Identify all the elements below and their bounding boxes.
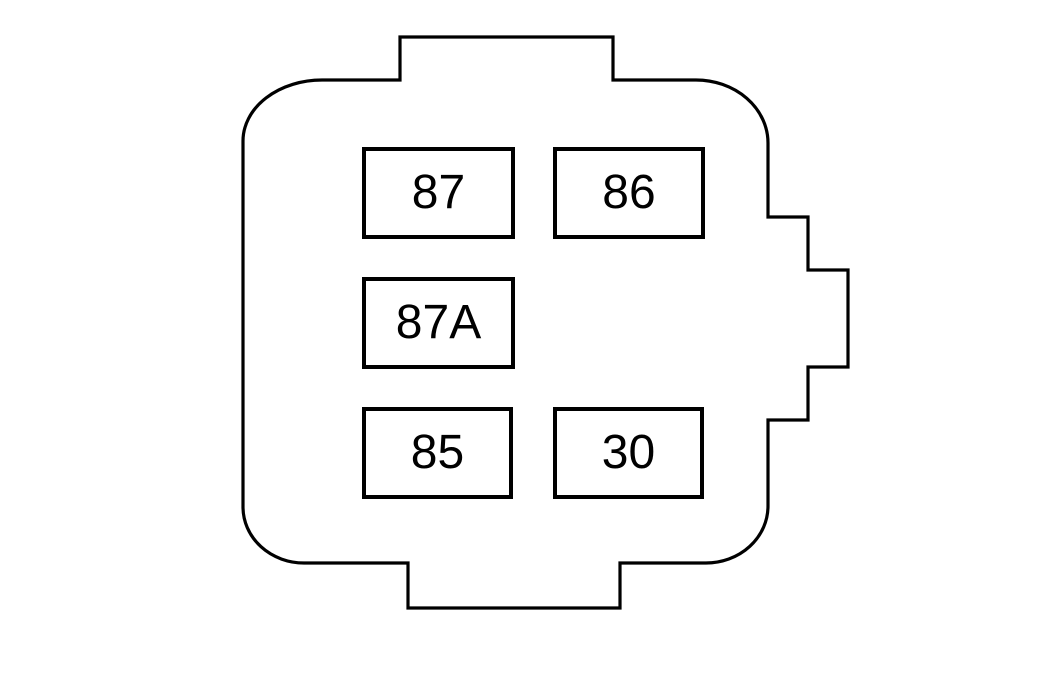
- terminal-87: 87: [362, 147, 515, 239]
- terminal-30: 30: [553, 407, 704, 499]
- terminal-85: 85: [362, 407, 513, 499]
- terminal-87a-label: 87A: [395, 296, 482, 349]
- terminal-85-label: 85: [410, 426, 465, 479]
- terminal-30-label: 30: [601, 426, 656, 479]
- terminal-87-label: 87: [411, 166, 466, 219]
- terminal-86-label: 86: [602, 166, 656, 219]
- terminal-86: 86: [553, 147, 705, 239]
- terminal-87a: 87A: [362, 277, 515, 369]
